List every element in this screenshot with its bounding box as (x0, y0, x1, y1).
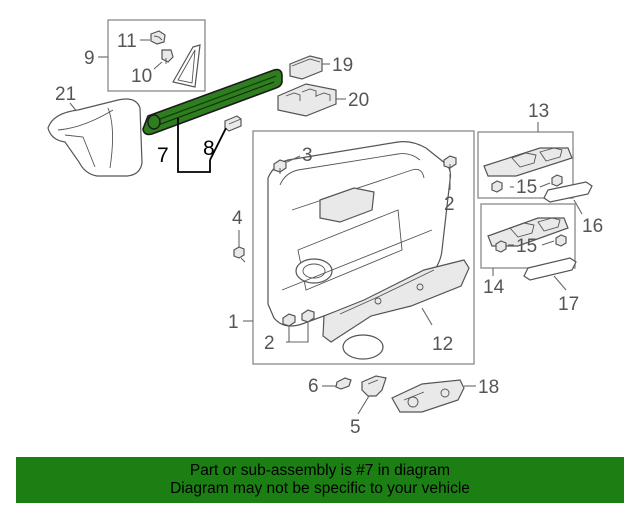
callout-12: 12 (432, 334, 453, 355)
callout-14: 14 (483, 277, 505, 298)
switch-bezel-19 (289, 55, 323, 80)
callout-4: 4 (232, 208, 243, 229)
callout-3: 3 (302, 145, 313, 166)
callout-2-right: 2 (444, 194, 455, 215)
clip-6 (335, 377, 352, 390)
callout-5: 5 (350, 417, 361, 438)
clip-2-left-b (301, 309, 315, 323)
clip-15-upper-a (491, 180, 503, 193)
callout-17: 17 (558, 294, 579, 315)
callout-6: 6 (308, 376, 319, 397)
power-window-switch-20 (277, 83, 337, 117)
switch-panel-13 (483, 147, 573, 177)
callout-20: 20 (348, 90, 369, 111)
group-box-1 (252, 130, 475, 365)
callout-1: 1 (228, 312, 239, 333)
speaker-grille (342, 334, 384, 360)
callout-19: 19 (332, 55, 353, 76)
switch-panel-14 (487, 217, 569, 247)
parts-diagram: 9 11 10 21 7 8 19 (47, 19, 603, 438)
group-box-9 (107, 19, 206, 92)
bezel-17 (523, 257, 577, 281)
clip-15-upper-b (551, 174, 563, 187)
clip-8 (224, 115, 242, 132)
callout-11: 11 (117, 31, 137, 52)
clip-11 (150, 30, 166, 45)
bracket-5 (361, 375, 387, 397)
armrest-bracket-12 (322, 259, 470, 343)
group-box-13 (477, 131, 574, 199)
callout-15-upper: 15 (516, 177, 537, 198)
clip-2-right (443, 155, 457, 172)
callout-2-left: 2 (264, 333, 275, 354)
callout-21: 21 (55, 84, 76, 105)
clip-15-lower-b (555, 234, 567, 247)
clip-2-left-a (282, 313, 296, 327)
callout-13: 13 (528, 101, 549, 122)
callout-18: 18 (478, 377, 499, 398)
callout-9: 9 (84, 48, 95, 69)
inside-handle-18 (391, 379, 465, 413)
part-21 (47, 98, 143, 177)
clip-10 (161, 49, 174, 64)
callout-15-lower: 15 (516, 236, 537, 257)
banner-line-1: Part or sub-assembly is #7 in diagram (189, 462, 451, 479)
bezel-16 (543, 181, 593, 203)
banner-line-2: Diagram may not be specific to your vehi… (170, 480, 470, 497)
callout-16: 16 (582, 216, 603, 237)
info-banner: Part or sub-assembly is #7 in diagram Di… (16, 457, 624, 503)
clip-15-lower-a (495, 240, 507, 253)
callout-7: 7 (157, 144, 169, 167)
weatherstrip-7 (142, 68, 283, 136)
mirror-cover-trim (172, 44, 201, 88)
callout-8: 8 (203, 137, 215, 160)
callout-10: 10 (131, 66, 152, 87)
clip-3 (273, 159, 287, 174)
clip-4 (233, 246, 246, 263)
